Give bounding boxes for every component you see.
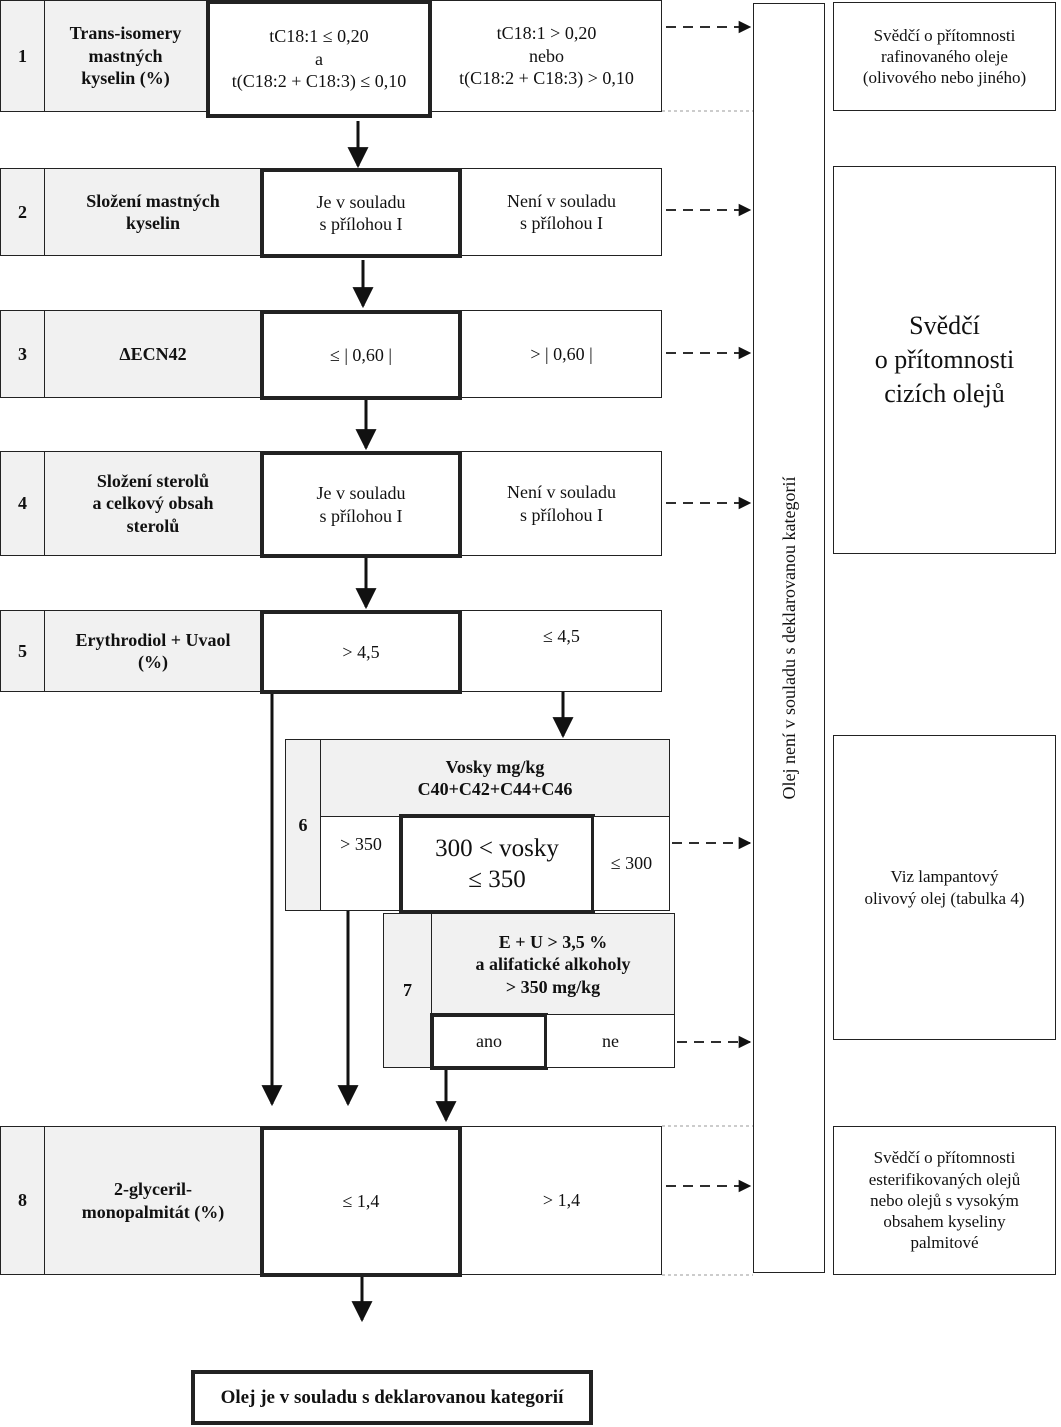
row-3-label: ΔECN42 bbox=[44, 310, 262, 398]
row-4-number: 4 bbox=[0, 451, 45, 556]
row-2-compliant: Je v souladu s přílohou I bbox=[260, 168, 462, 258]
row-8-label: 2-glyceril- monopalmitát (%) bbox=[44, 1126, 262, 1275]
side-box-foreign-oils: Svědčí o přítomnosti cizích olejů bbox=[833, 166, 1056, 554]
row-5-noncompliant: ≤ 4,5 bbox=[461, 610, 662, 692]
row-7-label: E + U > 3,5 % a alifatické alkoholy > 35… bbox=[431, 913, 675, 1016]
row-7-no: ne bbox=[546, 1014, 675, 1068]
row-4-label: Složení sterolů a celkový obsah sterolů bbox=[44, 451, 262, 556]
row-6-over-350: > 350 bbox=[320, 816, 402, 911]
final-compliant-box: Olej je v souladu s deklarovanou kategor… bbox=[191, 1370, 593, 1425]
row-2-number: 2 bbox=[0, 168, 45, 256]
side-box-refined-oil: Svědčí o přítomnosti rafinovaného oleje … bbox=[833, 2, 1056, 111]
row-6-label: Vosky mg/kg C40+C42+C44+C46 bbox=[320, 739, 670, 817]
row-4-compliant: Je v souladu s přílohou I bbox=[260, 451, 462, 558]
row-6-under-300: ≤ 300 bbox=[593, 816, 670, 911]
side-box-esterified-oils: Svědčí o přítomnosti esterifikovaných ol… bbox=[833, 1126, 1056, 1275]
row-3-compliant: ≤ | 0,60 | bbox=[260, 310, 462, 400]
row-5-number: 5 bbox=[0, 610, 45, 692]
row-4-noncompliant: Není v souladu s přílohou I bbox=[461, 451, 662, 556]
row-8-compliant: ≤ 1,4 bbox=[260, 1126, 462, 1277]
row-6-between: 300 < vosky ≤ 350 bbox=[399, 814, 595, 914]
row-1-label: Trans-isomery mastných kyselin (%) bbox=[44, 0, 207, 112]
row-1-noncompliant: tC18:1 > 0,20 nebo t(C18:2 + C18:3) > 0,… bbox=[431, 0, 662, 112]
row-3-number: 3 bbox=[0, 310, 45, 398]
noncompliance-bar-text: Olej není v souladu s deklarovanou kateg… bbox=[778, 476, 799, 800]
row-5-compliant: > 4,5 bbox=[260, 610, 462, 694]
side-box-lampante: Viz lampantový olivový olej (tabulka 4) bbox=[833, 735, 1056, 1040]
row-6-number: 6 bbox=[285, 739, 321, 911]
row-8-noncompliant: > 1,4 bbox=[461, 1126, 662, 1275]
noncompliance-bar: Olej není v souladu s deklarovanou kateg… bbox=[753, 3, 825, 1273]
row-5-label: Erythrodiol + Uvaol (%) bbox=[44, 610, 262, 692]
row-7-number: 7 bbox=[383, 913, 432, 1068]
row-8-number: 8 bbox=[0, 1126, 45, 1275]
row-1-compliant: tC18:1 ≤ 0,20 a t(C18:2 + C18:3) ≤ 0,10 bbox=[206, 0, 432, 118]
row-2-label: Složení mastných kyselin bbox=[44, 168, 262, 256]
row-2-noncompliant: Není v souladu s přílohou I bbox=[461, 168, 662, 256]
row-3-noncompliant: > | 0,60 | bbox=[461, 310, 662, 398]
row-7-yes: ano bbox=[430, 1013, 548, 1070]
row-1-number: 1 bbox=[0, 0, 45, 112]
